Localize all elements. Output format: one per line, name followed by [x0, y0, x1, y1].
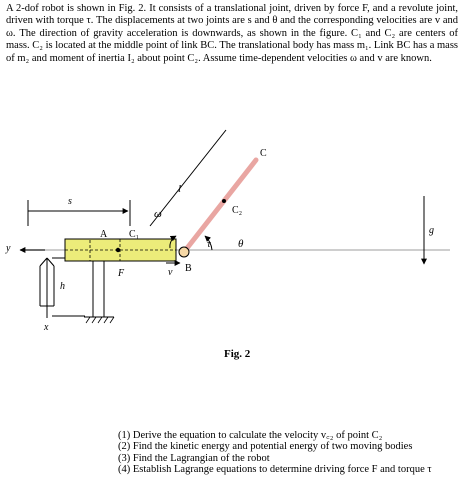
- label-h: h: [60, 281, 65, 292]
- l-dim-line: [149, 129, 227, 227]
- question-item: (2) Find the kinetic energy and potentia…: [118, 441, 413, 453]
- label-c2: C₂: [232, 205, 242, 216]
- label-b: B: [185, 263, 192, 274]
- label-s: s: [68, 196, 72, 207]
- problem-statement: A 2-dof robot is shown in Fig. 2. It con…: [6, 3, 458, 65]
- link-bc: [181, 157, 259, 255]
- joint-b: [178, 246, 190, 258]
- ground-hatch: [85, 316, 115, 324]
- theta-arc: [204, 235, 213, 251]
- label-c1: C₁: [129, 229, 139, 240]
- label-c: C: [260, 148, 267, 159]
- question-list: (1) Derive the equation to calculate the…: [118, 430, 432, 476]
- label-omega: ω: [154, 208, 162, 220]
- c1-point: [115, 247, 121, 253]
- label-g: g: [429, 225, 434, 236]
- label-y: y: [5, 243, 11, 254]
- label-a: A: [100, 229, 108, 240]
- label-l: l: [178, 183, 181, 195]
- figure-caption: Fig. 2: [224, 348, 251, 360]
- question-item: (4) Establish Lagrange equations to dete…: [118, 464, 432, 476]
- intro-paragraph: A 2-dof robot is shown in Fig. 2. It con…: [6, 3, 458, 64]
- omega-arc: [169, 235, 177, 249]
- question-item: (1) Derive the equation to calculate the…: [118, 430, 383, 441]
- label-f: F: [117, 268, 125, 279]
- label-tau: τ: [207, 239, 211, 250]
- label-theta: θ: [238, 238, 244, 250]
- question-item: (3) Find the Lagrangian of the robot: [118, 452, 270, 464]
- c2-point: [222, 199, 226, 203]
- label-v: v: [168, 267, 173, 278]
- label-x: x: [43, 322, 49, 333]
